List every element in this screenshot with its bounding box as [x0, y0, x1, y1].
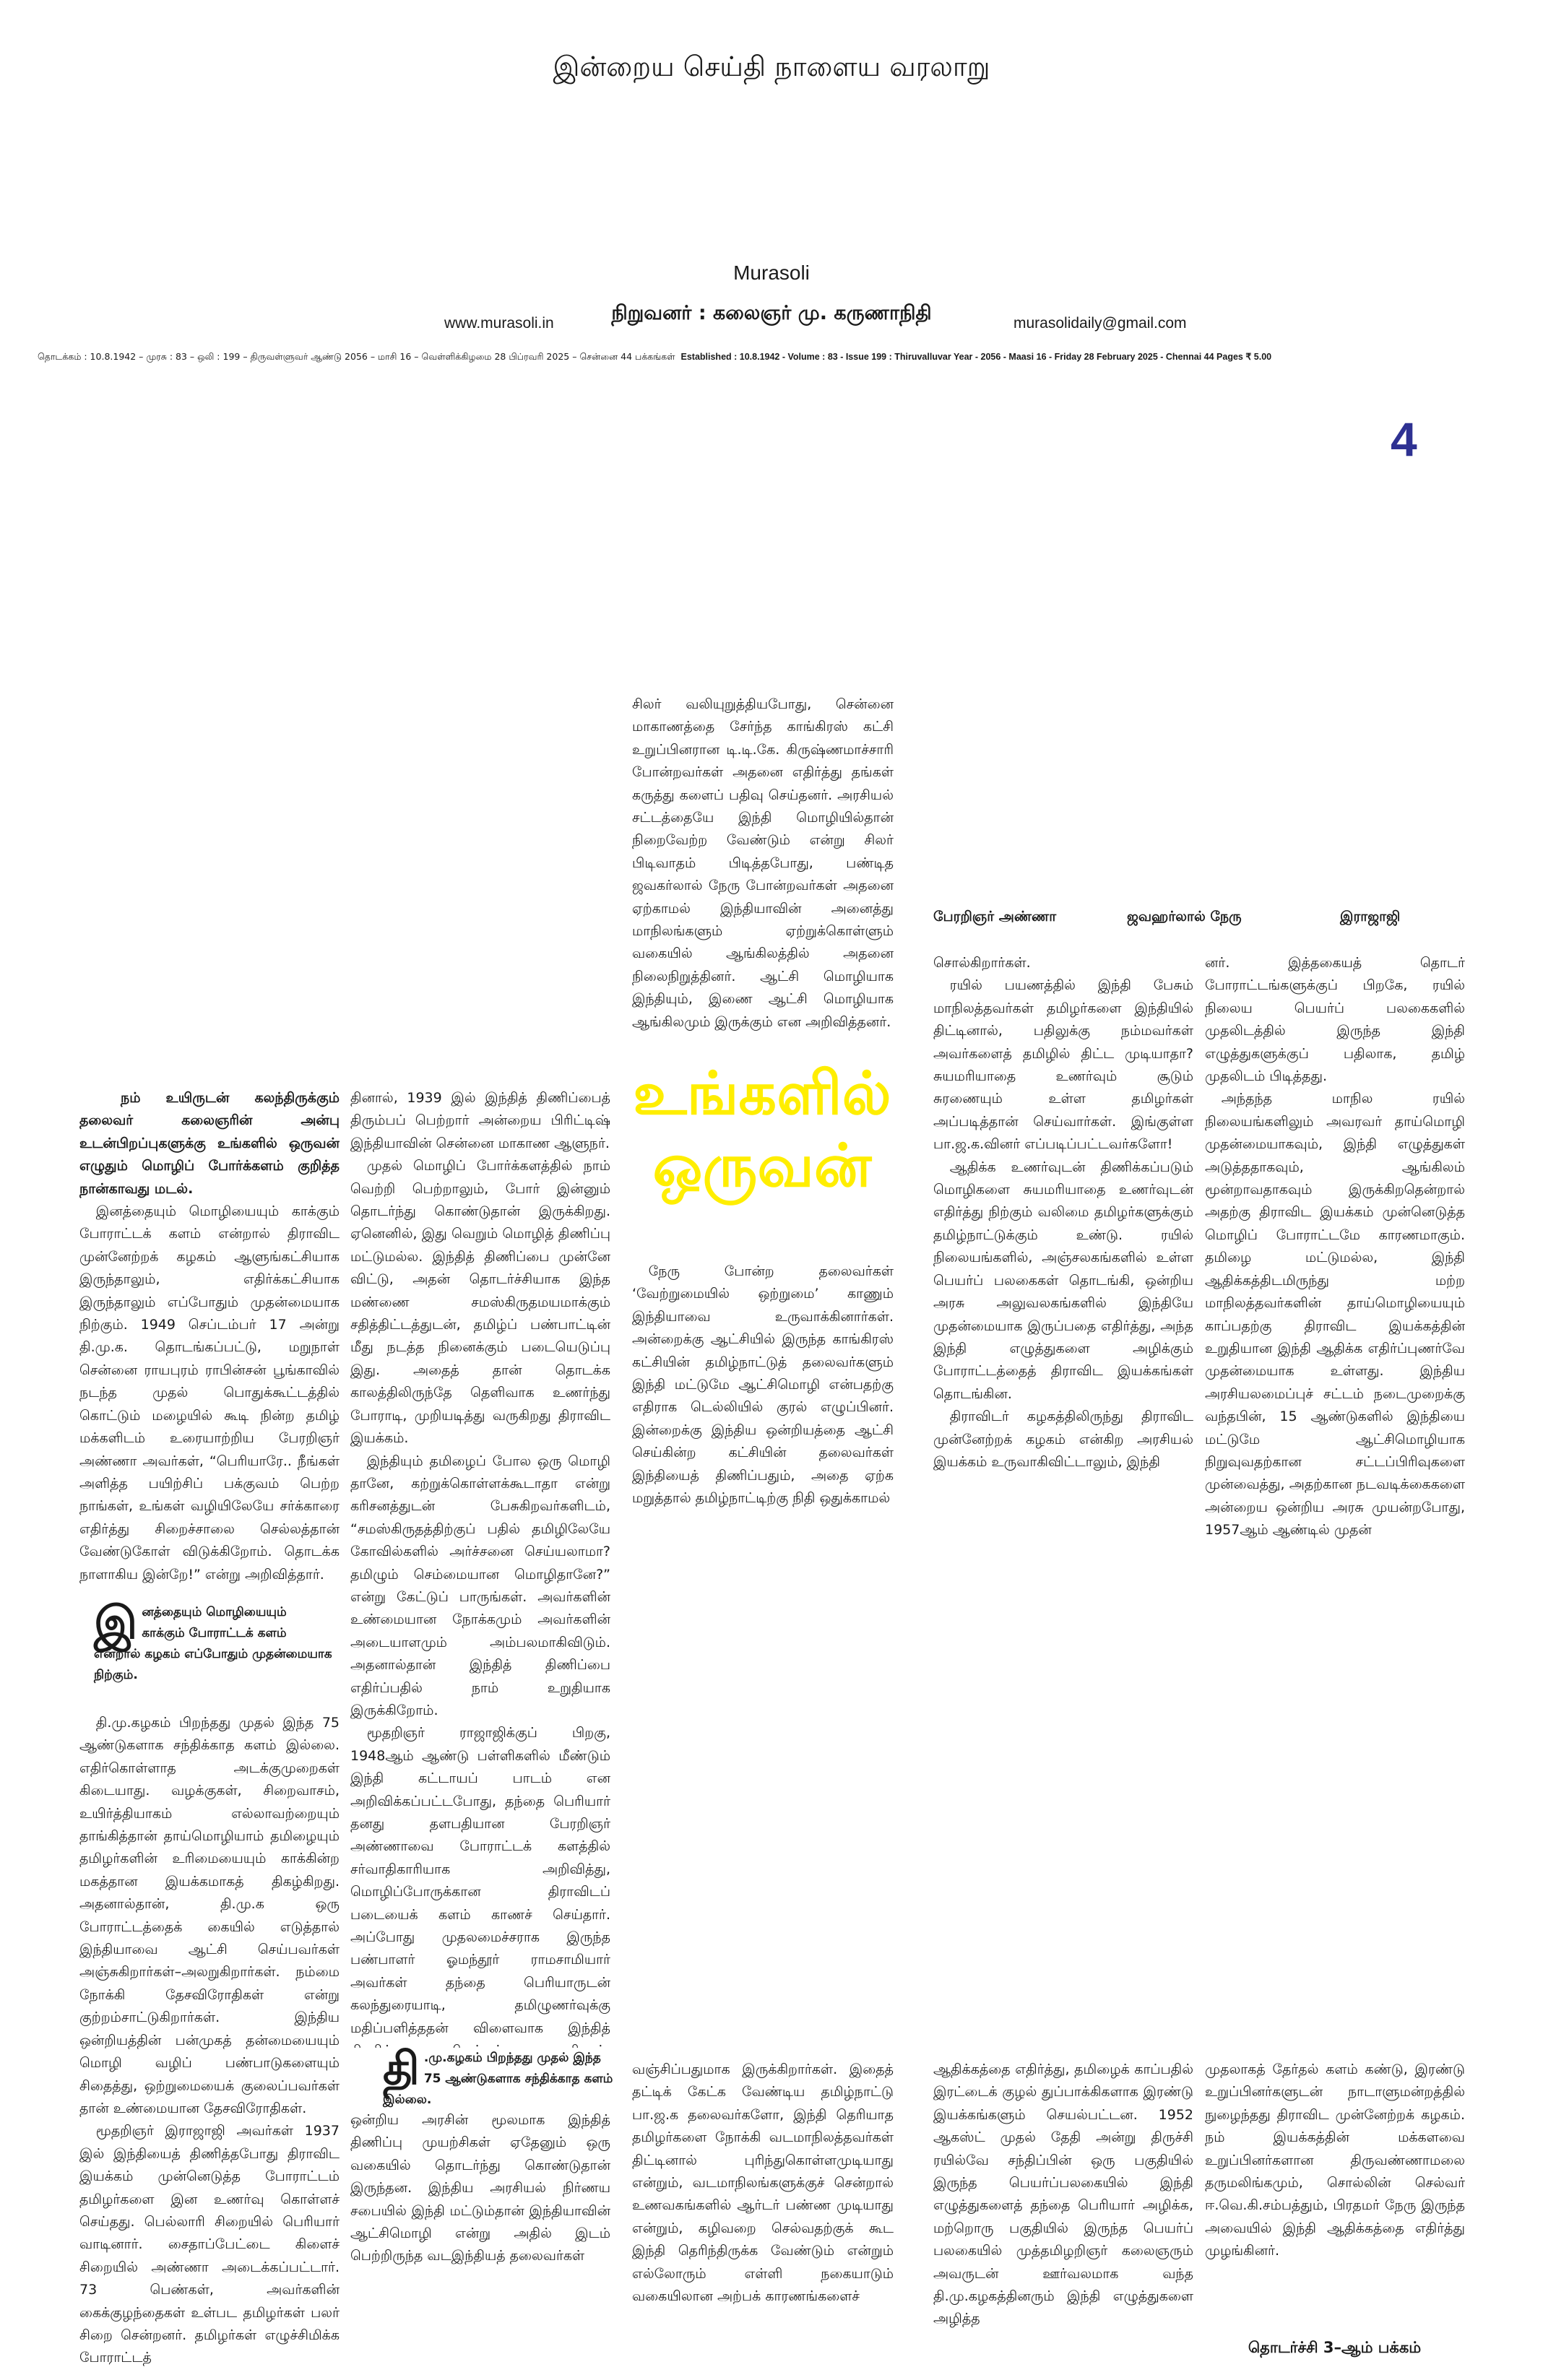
website-link[interactable]: www.murasoli.in [444, 315, 554, 332]
paragraph: வஞ்சிப்பதுமாக இருக்கிறார்கள். இதைத் தட்ட… [632, 2061, 894, 2305]
continued-on-page[interactable]: தொடர்ச்சி 3–ஆம் பக்கம் [1248, 2339, 1422, 2356]
column-2-top: தினால், 1939 இல் இந்தித் திணிப்பைத் திரு… [350, 1087, 610, 2048]
paragraph: தினால், 1939 இல் இந்தித் திணிப்பைத் திரு… [350, 1090, 610, 1151]
dateline: தொடக்கம் : 10.8.1942 – முரசு : 83 – ஒலி … [38, 351, 1511, 363]
column-1-top: நம் உயிருடன் கலந்திருக்கும் தலைவர் கலைஞர… [79, 1087, 340, 1585]
column-4-top: சொல்கிறார்கள். ரயில் பயணத்தில் இந்தி பேச… [933, 952, 1193, 1591]
paragraph: அந்தந்த மாநில ரயில் நிலையங்களிலும் அவரவர… [1205, 1091, 1465, 1539]
paragraph: ஒன்றிய அரசின் மூலமாக இந்தித் திணிப்பு மு… [350, 2112, 610, 2264]
paragraph: ஆதிக்கத்தை எதிர்த்து, தமிழைக் காப்பதில் … [933, 2061, 1193, 2327]
paragraph: மூதறிஞர் ராஜாஜிக்குப் பிறகு, 1948ஆம் ஆண்… [350, 1725, 610, 2048]
paragraph: சொல்கிறார்கள். [933, 955, 1031, 971]
column-3-bottom: வஞ்சிப்பதுமாக இருக்கிறார்கள். இதைத் தட்ட… [632, 2059, 894, 2369]
paragraph: இந்தியும் தமிழைப் போல ஒரு மொழி தானே, கற்… [350, 1453, 610, 1718]
paragraph: முதலாகத் தேர்தல் களம் கண்டு, இரண்டு உறுப… [1205, 2061, 1465, 2259]
column-2-bottom: ஒன்றிய அரசின் மூலமாக இந்தித் திணிப்பு மு… [350, 2109, 610, 2369]
column-5-bottom: முதலாகத் தேர்தல் களம் கண்டு, இரண்டு உறுப… [1205, 2059, 1465, 2333]
paragraph: இனத்தையும் மொழியையும் காக்கும் போராட்டக்… [79, 1203, 340, 1583]
paper-name: Murasoli [733, 261, 810, 284]
dateline-tamil: தொடக்கம் : 10.8.1942 – முரசு : 83 – ஒலி … [38, 351, 675, 362]
email-link[interactable]: murasolidaily@gmail.com [1013, 315, 1187, 332]
column-3-top: சிலர் வலியுறுத்தியபோது, சென்னை மாகாணத்தை… [632, 693, 894, 1040]
pull-quote: தி .மு.கழகம் பிறந்தது முதல் இந்த 75 ஆண்ட… [383, 2042, 621, 2111]
drop-cap: இ [94, 1596, 138, 1649]
paragraph: சிலர் வலியுறுத்தியபோது, சென்னை மாகாணத்தை… [632, 696, 894, 1030]
paragraph: ஆதிக்க உணர்வுடன் திணிக்கப்படும் மொழிகளை … [933, 1159, 1193, 1402]
column-4-bottom: ஆதிக்கத்தை எதிர்த்து, தமிழைக் காப்பதில் … [933, 2059, 1193, 2369]
paragraph: மூதறிஞர் இராஜாஜி அவர்கள் 1937 இல் இந்திய… [79, 2123, 340, 2366]
masthead-tagline: இன்றைய செய்தி நாளைய வரலாறு [553, 51, 990, 82]
column-3-mid: நேரு போன்ற தலைவர்கள் ‘வேற்றுமையில் ஒற்று… [632, 1260, 894, 1589]
column-5-top: னர். இத்தகையத் தொடர் போராட்டங்களுக்குப் … [1205, 952, 1465, 1591]
founder-line: நிறுவனர் : கலைஞர் மு. கருணாநிதி [611, 302, 932, 324]
paragraph: னர். இத்தகையத் தொடர் போராட்டங்களுக்குப் … [1205, 955, 1465, 1085]
article-lead: நம் உயிருடன் கலந்திருக்கும் தலைவர் கலைஞர… [79, 1090, 340, 1197]
pull-quote: இ னத்தையும் மொழியையும் காக்கும் போராட்டக… [94, 1596, 332, 1686]
drop-cap: தி [383, 2042, 420, 2095]
photo-caption-nehru: ஜவஹர்லால் நேரு [1127, 909, 1242, 925]
paragraph: ரயில் பயணத்தில் இந்தி பேசும் மாநிலத்தவர்… [933, 977, 1193, 1153]
paragraph: தி.மு.கழகம் பிறந்தது முதல் இந்த 75 ஆண்டு… [79, 1715, 340, 2116]
paragraph: நேரு போன்ற தலைவர்கள் ‘வேற்றுமையில் ஒற்று… [632, 1263, 894, 1507]
photo-caption-anna: பேரறிஞர் அண்ணா [933, 909, 1057, 925]
paragraph: திராவிடர் கழகத்திலிருந்து திராவிட முன்னே… [933, 1408, 1193, 1470]
article-headline: உங்களில் ஒருவன் [633, 1060, 891, 1200]
photo-caption-rajaji: இராஜாஜி [1340, 909, 1401, 925]
pull-quote-text: .மு.கழகம் பிறந்தது முதல் இந்த 75 ஆண்டுகள… [383, 2051, 613, 2107]
page-number: 4 [1391, 412, 1417, 466]
pull-quote-text: னத்தையும் மொழியையும் காக்கும் போராட்டக் … [94, 1605, 332, 1682]
dateline-english: Established : 10.8.1942 - Volume : 83 - … [680, 352, 1272, 362]
column-1-bottom: தி.மு.கழகம் பிறந்தது முதல் இந்த 75 ஆண்டு… [79, 1712, 340, 2369]
paragraph: முதல் மொழிப் போர்க்களத்தில் நாம் வெற்றி … [350, 1158, 610, 1447]
